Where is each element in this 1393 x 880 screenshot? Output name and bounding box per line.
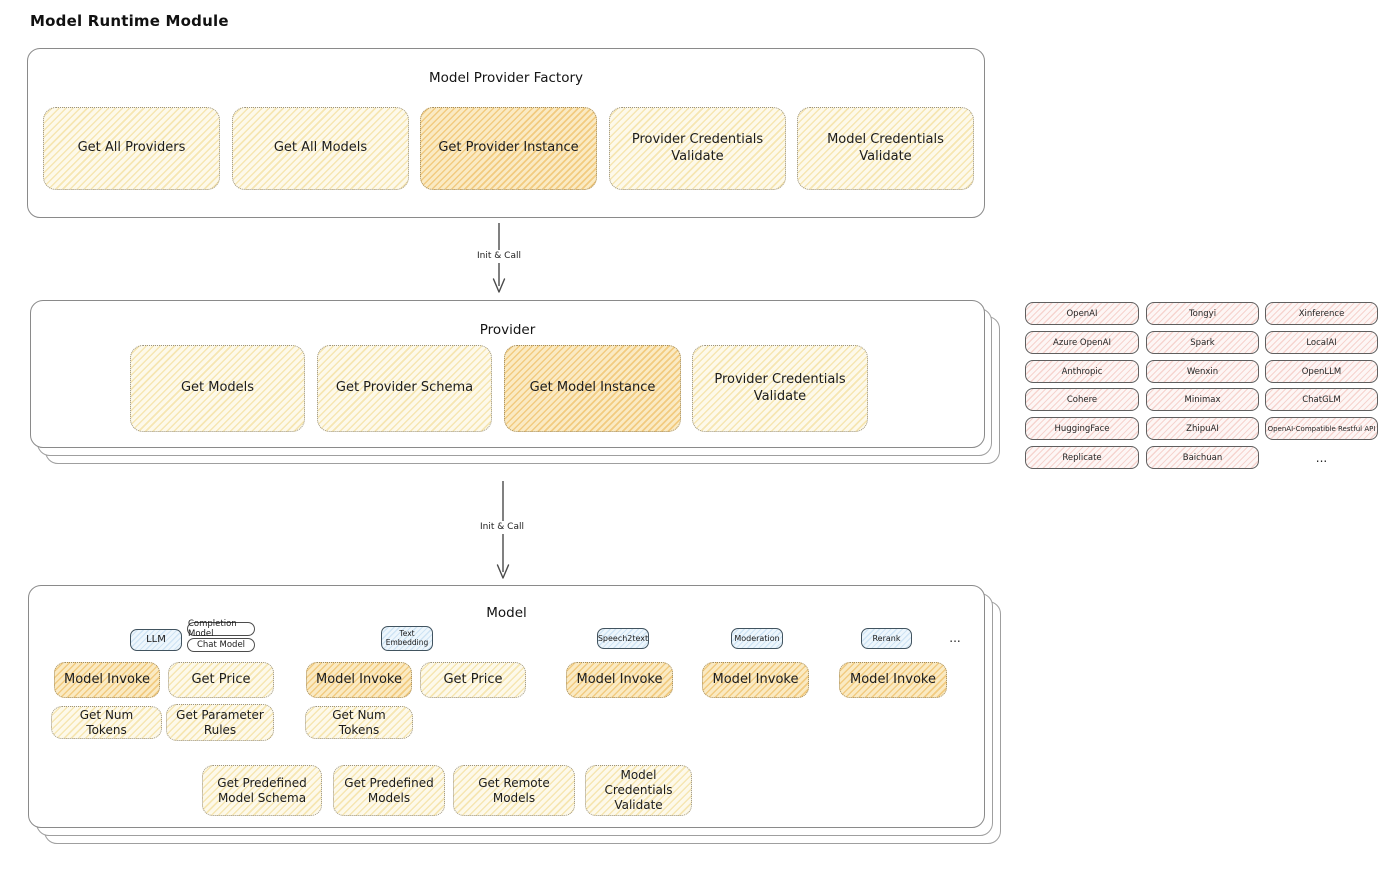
model-tabs-ellipsis: ... xyxy=(949,631,961,645)
vendor-cohere: Cohere xyxy=(1025,388,1139,411)
vendor-baichuan: Baichuan xyxy=(1146,446,1259,469)
provider-title: Provider xyxy=(479,322,536,338)
text-embedding-get-num-tokens-box: Get Num Tokens xyxy=(305,706,413,739)
vendor-wenxin: Wenxin xyxy=(1146,360,1259,383)
init-call-label-2: Init & Call xyxy=(471,521,533,534)
vendor-chatglm: ChatGLM xyxy=(1265,388,1378,411)
get-models-box: Get Models xyxy=(130,345,305,432)
text-embedding-model-invoke-box: Model Invoke xyxy=(306,662,412,698)
vendor-huggingface: HuggingFace xyxy=(1025,417,1139,440)
vendor-minimax: Minimax xyxy=(1146,388,1259,411)
factory-title: Model Provider Factory xyxy=(428,70,583,86)
llm-get-parameter-rules-box: Get Parameter Rules xyxy=(166,704,274,741)
tab-llm: LLM xyxy=(130,629,182,651)
tab-completion-model: Completion Model xyxy=(187,619,255,639)
vendor-openllm: OpenLLM xyxy=(1265,360,1378,383)
page-title: Model Runtime Module xyxy=(30,12,229,30)
tab-moderation: Moderation xyxy=(731,628,783,649)
provider-credentials-validate-box-2: Provider Credentials Validate xyxy=(692,345,868,432)
tab-chat-model: Chat Model xyxy=(187,638,255,652)
get-provider-schema-box: Get Provider Schema xyxy=(317,345,492,432)
get-model-instance-box: Get Model Instance xyxy=(504,345,681,432)
vendor-localai: LocalAI xyxy=(1265,331,1378,354)
model-title: Model xyxy=(486,605,527,621)
get-provider-instance-box: Get Provider Instance xyxy=(420,107,597,190)
vendor-openai: OpenAI xyxy=(1025,302,1139,325)
llm-model-invoke-box: Model Invoke xyxy=(54,662,160,698)
moderation-model-invoke-box: Model Invoke xyxy=(702,662,809,698)
provider-credentials-validate-box: Provider Credentials Validate xyxy=(609,107,786,190)
init-call-label-1: Init & Call xyxy=(468,250,530,263)
vendor-tongyi: Tongyi xyxy=(1146,302,1259,325)
get-predefined-model-schema-box: Get Predefined Model Schema xyxy=(202,765,322,816)
get-predefined-models-box: Get Predefined Models xyxy=(333,765,445,816)
vendor-openai-compatible: OpenAI-Compatible Restful API xyxy=(1265,417,1378,440)
llm-get-num-tokens-box: Get Num Tokens xyxy=(51,706,162,739)
vendor-replicate: Replicate xyxy=(1025,446,1139,469)
text-embedding-get-price-box: Get Price xyxy=(420,662,526,698)
vendor-spark: Spark xyxy=(1146,331,1259,354)
vendor-xinference: Xinference xyxy=(1265,302,1378,325)
vendor-zhipuai: ZhipuAI xyxy=(1146,417,1259,440)
llm-get-price-box: Get Price xyxy=(168,662,274,698)
vendor-azure-openai: Azure OpenAI xyxy=(1025,331,1139,354)
tab-rerank: Rerank xyxy=(861,628,912,649)
speech2text-model-invoke-box: Model Invoke xyxy=(566,662,673,698)
rerank-model-invoke-box: Model Invoke xyxy=(839,662,947,698)
get-all-models-box: Get All Models xyxy=(232,107,409,190)
get-remote-models-box: Get Remote Models xyxy=(453,765,575,816)
vendors-ellipsis: ... xyxy=(1315,450,1328,465)
tab-text-embedding: Text Embedding xyxy=(381,626,433,651)
vendor-anthropic: Anthropic xyxy=(1025,360,1139,383)
model-credentials-validate-box-2: Model Credentials Validate xyxy=(585,765,692,816)
get-all-providers-box: Get All Providers xyxy=(43,107,220,190)
model-credentials-validate-box: Model Credentials Validate xyxy=(797,107,974,190)
tab-speech2text: Speech2text xyxy=(597,628,649,649)
